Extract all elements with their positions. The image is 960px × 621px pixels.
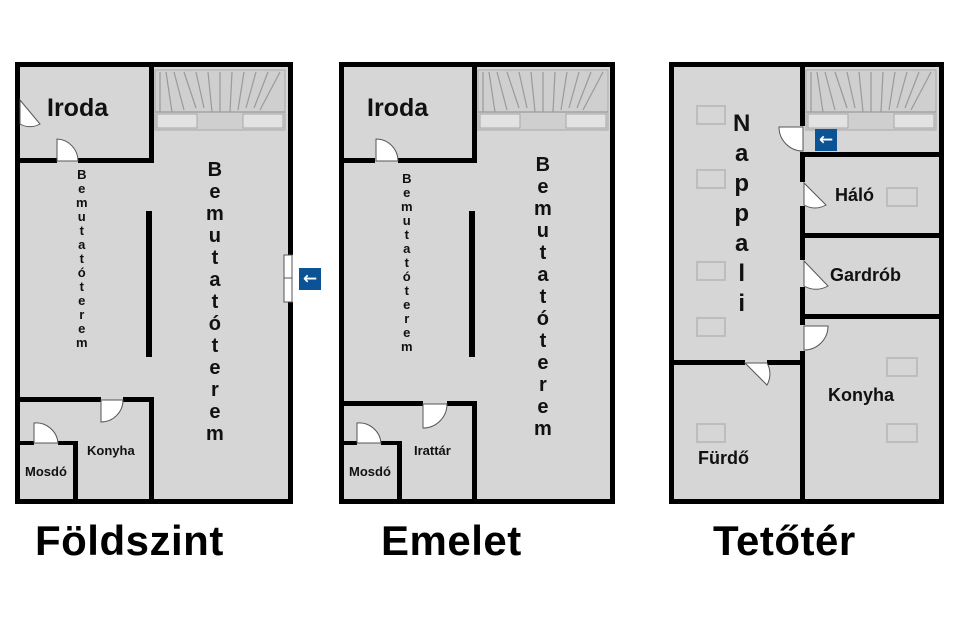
staircase bbox=[477, 69, 609, 131]
label-letter: t bbox=[404, 227, 409, 242]
label-letter: m bbox=[206, 203, 224, 225]
room-label-kitchen-foldszint: Konyha bbox=[87, 443, 135, 458]
floor-plan-emelet bbox=[339, 62, 615, 504]
floor-title-foldszint: Földszint bbox=[35, 517, 224, 564]
staircase bbox=[805, 69, 937, 131]
arrow-left-icon: ← bbox=[815, 129, 837, 151]
window-marks bbox=[696, 105, 918, 443]
room-label-wardrobe-tetoter: Gardrób bbox=[830, 265, 902, 285]
label-letter: t bbox=[211, 247, 219, 269]
label-letter: N bbox=[733, 110, 751, 137]
label-letter: t bbox=[79, 251, 84, 266]
floor-title-emelet: Emelet bbox=[381, 517, 522, 564]
label-letter: ó bbox=[402, 269, 411, 284]
label-letter: t bbox=[211, 335, 219, 357]
label-letter: t bbox=[211, 291, 219, 313]
label-letter: e bbox=[403, 297, 411, 312]
label-letter: t bbox=[404, 283, 409, 298]
label-letter: m bbox=[76, 335, 88, 350]
label-letter: u bbox=[77, 209, 86, 224]
label-letter: e bbox=[403, 325, 411, 340]
label-letter: a bbox=[734, 230, 749, 257]
label-letter: u bbox=[536, 220, 549, 242]
label-letter: B bbox=[77, 167, 87, 182]
label-letter: p bbox=[734, 200, 749, 227]
room-label-archive-emelet: Irattár bbox=[414, 443, 451, 458]
label-letter: r bbox=[211, 379, 219, 401]
arrow-left-icon: ← bbox=[299, 268, 321, 290]
label-letter: p bbox=[734, 170, 749, 197]
label-letter: e bbox=[209, 401, 221, 423]
room-label-bedroom-tetoter: Háló bbox=[835, 185, 875, 205]
label-letter: ó bbox=[208, 313, 221, 335]
label-letter: a bbox=[403, 241, 411, 256]
label-letter: ó bbox=[77, 265, 86, 280]
label-letter: t bbox=[79, 223, 84, 238]
label-letter: B bbox=[402, 171, 412, 186]
staircase bbox=[154, 69, 286, 131]
label-letter: r bbox=[539, 374, 547, 396]
room-label-kitchen-tetoter: Konyha bbox=[828, 385, 895, 405]
label-letter: e bbox=[537, 176, 549, 198]
label-letter: u bbox=[208, 225, 221, 247]
room-label-bathroom-tetoter: Fürdő bbox=[698, 448, 749, 468]
label-letter: u bbox=[402, 213, 411, 228]
label-letter: e bbox=[78, 321, 86, 336]
floor-plan-tetoter bbox=[669, 62, 944, 504]
floor-plan-foldszint bbox=[15, 62, 293, 504]
label-letter: t bbox=[539, 330, 547, 352]
label-letter: B bbox=[207, 159, 223, 181]
label-letter: e bbox=[403, 185, 411, 200]
label-letter: t bbox=[404, 255, 409, 270]
label-letter: e bbox=[78, 293, 86, 308]
label-letter: a bbox=[734, 140, 749, 167]
label-letter: a bbox=[78, 237, 86, 252]
label-letter: e bbox=[209, 181, 221, 203]
label-letter: e bbox=[537, 352, 549, 374]
label-letter: m bbox=[206, 423, 224, 445]
label-letter: a bbox=[537, 264, 549, 286]
label-letter: l bbox=[738, 260, 745, 287]
room-label-washroom-foldszint: Mosdó bbox=[25, 464, 67, 479]
label-letter: m bbox=[401, 339, 413, 354]
label-letter: t bbox=[539, 286, 547, 308]
room-label-office-foldszint: Iroda bbox=[47, 94, 109, 122]
label-letter: m bbox=[401, 199, 413, 214]
label-letter: a bbox=[209, 269, 221, 291]
label-letter: r bbox=[79, 307, 85, 322]
label-letter: m bbox=[76, 195, 88, 210]
label-letter: ó bbox=[536, 308, 549, 330]
label-letter: m bbox=[534, 418, 552, 440]
room-label-washroom-emelet: Mosdó bbox=[349, 464, 391, 479]
label-letter: m bbox=[534, 198, 552, 220]
label-letter: e bbox=[78, 181, 86, 196]
label-letter: t bbox=[79, 279, 84, 294]
floor-title-tetoter: Tetőtér bbox=[713, 517, 856, 564]
label-letter: e bbox=[537, 396, 549, 418]
label-letter: r bbox=[404, 311, 410, 326]
label-letter: e bbox=[209, 357, 221, 379]
room-label-office-emelet: Iroda bbox=[367, 94, 429, 122]
label-letter: t bbox=[539, 242, 547, 264]
label-letter: B bbox=[535, 154, 551, 176]
label-letter: i bbox=[738, 290, 745, 317]
